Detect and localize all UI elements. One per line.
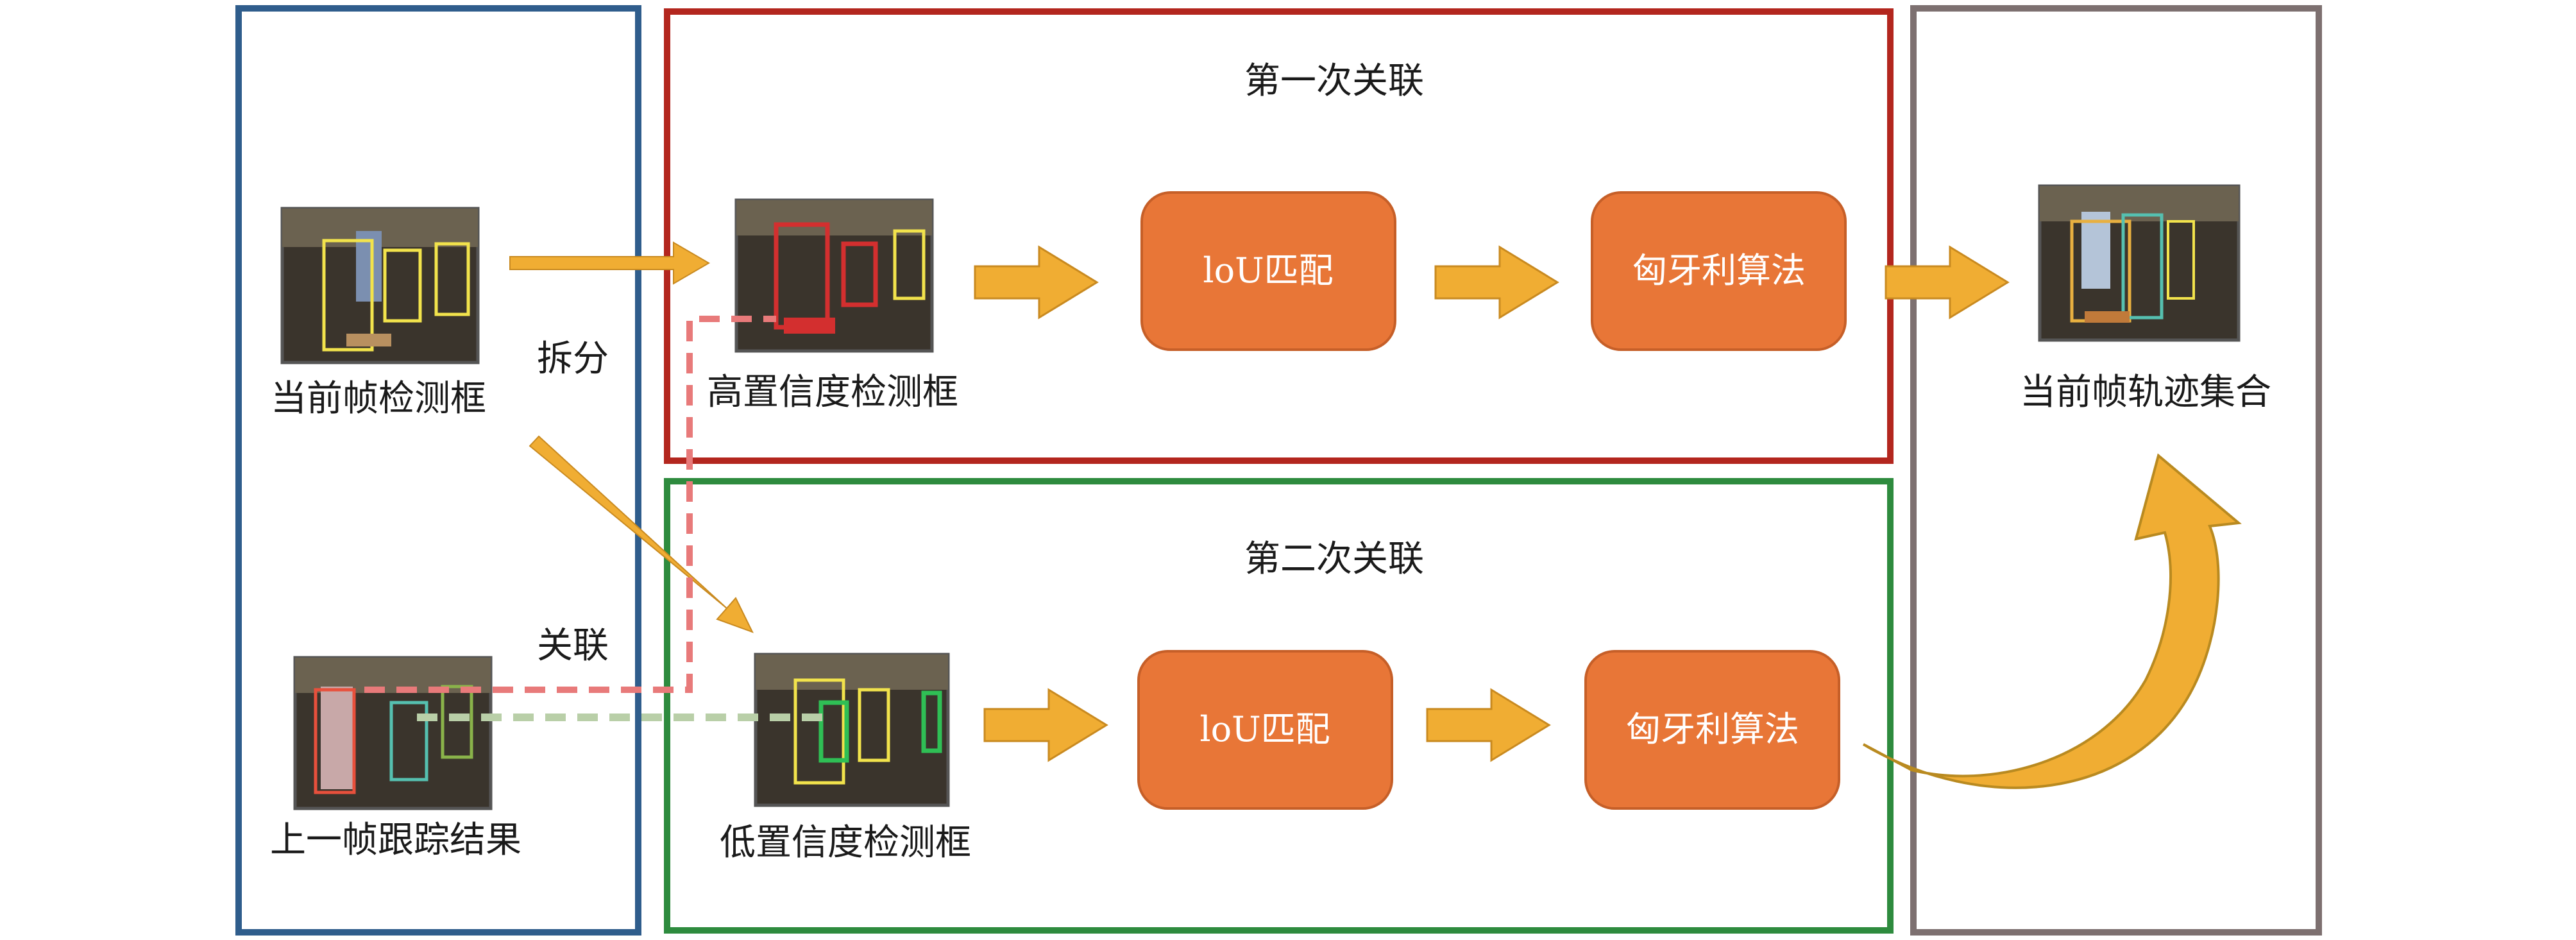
iou-match-label-2: loU匹配 — [1199, 709, 1330, 749]
first-association-title: 第一次关联 — [1244, 60, 1424, 102]
iou-match-label-1: loU匹配 — [1203, 250, 1333, 291]
curved-arrow-to-output — [1862, 453, 2242, 789]
previous-frame-tracks-thumbnail — [293, 656, 493, 810]
hungarian-label-1: 匈牙利算法 — [1632, 250, 1806, 291]
hungarian-box-1 — [1591, 191, 1847, 351]
block-arrow-5 — [1426, 688, 1551, 762]
high-confidence-label: 高置信度检测框 — [707, 372, 958, 413]
block-arrow-3 — [1885, 245, 2010, 320]
iou-match-box-2 — [1137, 650, 1393, 810]
block-arrow-4 — [983, 688, 1108, 762]
split-arrow-to-low — [529, 435, 754, 633]
hungarian-box-2 — [1584, 650, 1840, 810]
associate-label: 关联 — [537, 625, 609, 667]
trajectory-set-thumbnail — [2038, 184, 2241, 342]
previous-frame-tracks-label: 上一帧跟踪结果 — [270, 819, 521, 861]
split-label: 拆分 — [537, 338, 609, 380]
low-confidence-label: 低置信度检测框 — [720, 822, 971, 864]
block-arrow-1 — [974, 245, 1099, 320]
dashed-red-connector — [364, 316, 776, 693]
low-confidence-thumbnail — [754, 653, 950, 807]
current-frame-detections-label: 当前帧检测框 — [271, 378, 486, 420]
iou-match-box-1 — [1140, 191, 1396, 351]
split-arrow-to-high — [509, 241, 710, 285]
output-panel — [1910, 5, 2322, 936]
second-association-title: 第二次关联 — [1244, 538, 1424, 580]
high-confidence-thumbnail — [734, 198, 934, 353]
hungarian-label-2: 匈牙利算法 — [1626, 709, 1799, 749]
input-panel — [235, 5, 641, 936]
block-arrow-2 — [1434, 245, 1559, 320]
first-association-panel — [664, 8, 1894, 464]
trajectory-set-label: 当前帧轨迹集合 — [2020, 372, 2271, 413]
current-frame-detection-thumbnail — [280, 207, 480, 364]
second-association-panel — [664, 478, 1894, 934]
